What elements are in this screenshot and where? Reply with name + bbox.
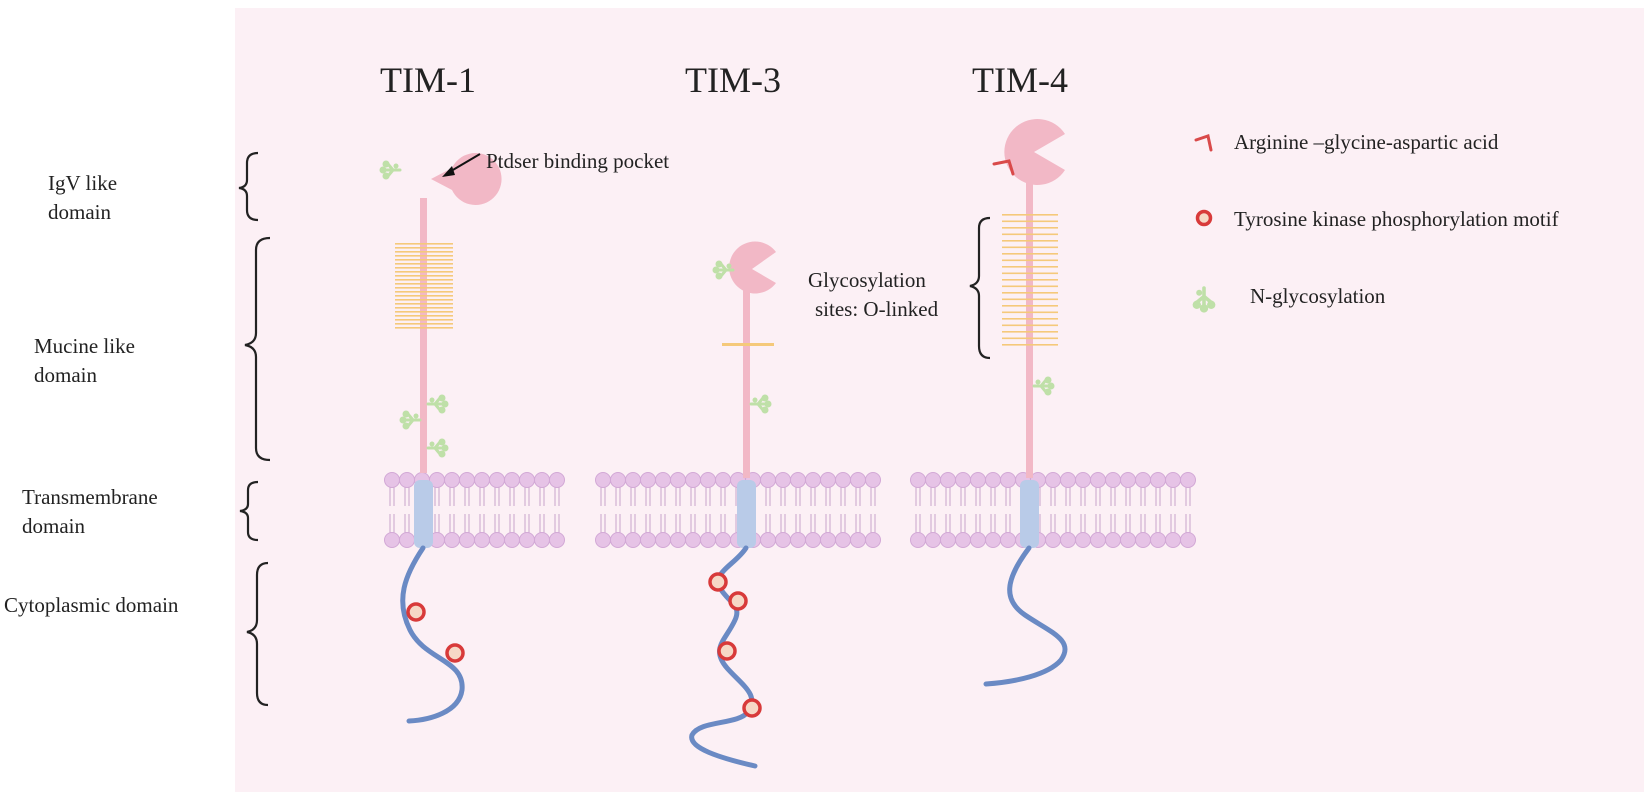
tim4-protein: [983, 119, 1068, 687]
tim1-igv-head: [431, 153, 502, 206]
tim3-phospho-2: [728, 591, 748, 611]
igv-label-line2: domain: [48, 200, 111, 224]
legend-tyrosine-label: Tyrosine kinase phosphorylation motif: [1234, 207, 1559, 231]
tim3-phospho-4: [742, 698, 762, 718]
legend-nglyco-label: N-glycosylation: [1250, 284, 1386, 308]
brace-igv: [238, 151, 259, 222]
tim4-cyto-tail: [983, 545, 1068, 687]
tim1-protein: [378, 153, 502, 724]
tim1-stalk: [420, 198, 427, 473]
legend-rgd-icon: [1194, 134, 1213, 152]
domain-braces: [238, 151, 271, 707]
tim3-mucin-stripe: [722, 343, 774, 346]
brace-mucine: [244, 236, 271, 462]
bilayer-2: [595, 472, 881, 548]
tm-label-line1: Transmembrane: [22, 485, 158, 509]
legend: Arginine –glycine-aspartic acid Tyrosine…: [1190, 130, 1559, 315]
brace-tm: [239, 480, 259, 542]
tim3-phospho-3: [717, 641, 737, 661]
title-tim1: TIM-1: [380, 60, 476, 100]
mucine-label-line1: Mucine like: [34, 334, 135, 358]
tim1-cyto-tail: [400, 545, 465, 724]
tim1-phospho-1: [406, 602, 426, 622]
tim1-transmembrane: [414, 480, 433, 548]
diagram-panel: [235, 8, 1644, 792]
tim4-mucin-stripes: [1002, 214, 1058, 346]
tim4-transmembrane: [1020, 480, 1039, 548]
tim3-transmembrane: [737, 480, 756, 548]
tim3-protein: [689, 241, 776, 769]
title-tim3: TIM-3: [685, 60, 781, 100]
brace-glycosylation: [969, 216, 991, 360]
tim4-igv-head: [1004, 119, 1065, 186]
tim1-phospho-2: [445, 643, 465, 663]
tm-label-line2: domain: [22, 514, 85, 538]
tim4-rgd-hook: [992, 159, 1015, 176]
tim1-mucin-stripes: [395, 243, 453, 329]
ptdser-arrowhead: [442, 166, 455, 177]
igv-label-line1: IgV like: [48, 171, 117, 195]
legend-phospho-icon: [1195, 209, 1213, 227]
cyto-label: Cytoplasmic domain: [4, 593, 179, 617]
legend-rgd-label: Arginine –glycine-aspartic acid: [1234, 130, 1499, 154]
ptdser-label: Ptdser binding pocket: [486, 149, 669, 173]
tim3-stalk: [743, 283, 750, 478]
mucine-label-line2: domain: [34, 363, 97, 387]
glyco-label-line2: sites: O-linked: [815, 297, 939, 321]
tim3-phospho-1: [708, 572, 728, 592]
tim3-igv-head: [729, 241, 776, 294]
title-tim4: TIM-4: [972, 60, 1068, 100]
brace-cyto: [246, 561, 269, 707]
glyco-label-line1: Glycosylation: [808, 268, 926, 292]
